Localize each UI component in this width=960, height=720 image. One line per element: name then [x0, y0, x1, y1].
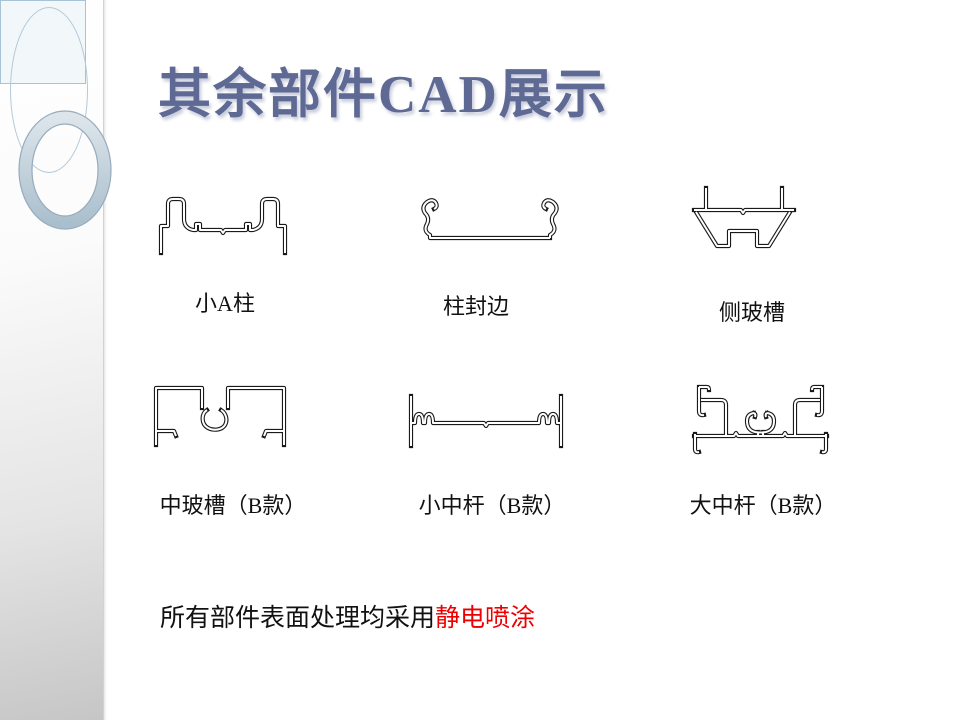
page-title: 其余部件CAD展示: [158, 66, 609, 124]
decor-thin-circle: [10, 7, 88, 173]
note-highlight-text: 静电喷涂: [435, 605, 536, 632]
label-pillar-edge-seal: 柱封边: [442, 294, 510, 319]
label-small-a-pillar: 小A柱: [195, 291, 255, 316]
cad-drawing-small-mid-bar-b: [408, 393, 564, 449]
label-large-mid-bar-b: 大中杆（B款）: [689, 493, 837, 518]
cad-drawing-side-glass-channel: [691, 185, 797, 249]
cad-drawing-mid-glass-channel-b: [153, 385, 287, 448]
cad-drawing-large-mid-bar-b: [691, 384, 830, 455]
decor-ring-icon: [18, 110, 112, 230]
label-small-mid-bar-b: 小中杆（B款）: [418, 493, 566, 518]
note-prefix-text: 所有部件表面处理均采用: [160, 605, 436, 632]
label-mid-glass-channel-b: 中玻槽（B款）: [159, 493, 307, 518]
cad-drawing-pillar-edge-seal: [421, 198, 559, 241]
surface-treatment-note: 所有部件表面处理均采用静电喷涂: [160, 598, 535, 634]
cad-drawing-small-a-pillar: [158, 196, 288, 256]
label-side-glass-channel: 侧玻槽: [718, 300, 786, 325]
